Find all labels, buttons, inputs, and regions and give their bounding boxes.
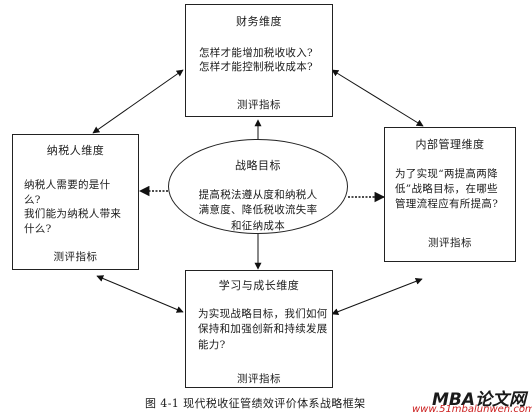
taxpayer-question-1a: 纳税人需要的是什: [24, 179, 111, 191]
taxpayer-question-1b: 么?: [24, 194, 41, 206]
strategy-ellipse: 战略目标 提高税法遵从度和纳税人 满意度、降低税收流失率 和征纳成本: [168, 139, 348, 234]
arrow-finance-taxpayer: [92, 69, 184, 134]
learning-title: 学习与成长维度: [218, 279, 300, 292]
strategy-line-1: 提高税法遵从度和纳税人: [198, 189, 318, 201]
finance-question-2: 怎样才能控制税收成本?: [199, 61, 313, 73]
learning-box: 学习与成长维度 为实现战略目标，我们如何 保持和加强创新和持续发展 能力? 测评…: [185, 270, 333, 388]
taxpayer-question-2b: 什么?: [24, 223, 52, 235]
watermark-url: www.51mbalunwen.com: [412, 404, 532, 415]
taxpayer-metric: 测评指标: [53, 251, 98, 263]
finance-box: 财务维度 怎样才能增加税收收入? 怎样才能控制税收成本? 测评指标: [185, 4, 333, 117]
taxpayer-box: 纳税人维度 纳税人需要的是什 么? 我们能为纳税人带来 什么? 测评指标: [12, 134, 139, 270]
figure-caption: 图 4-1 现代税收征管绩效评价体系战略框架: [145, 397, 366, 410]
internal-line-3: 管理流程应有所提高?: [395, 198, 499, 210]
internal-metric: 测评指标: [428, 237, 472, 249]
finance-title: 财务维度: [236, 15, 282, 28]
learning-metric: 测评指标: [237, 373, 281, 385]
arrow-internal-learning: [331, 278, 423, 315]
internal-title: 内部管理维度: [415, 138, 485, 151]
internal-box: 内部管理维度 为了实现“两提高两降 低”战略目标，在哪些 管理流程应有所提高? …: [384, 127, 516, 262]
arrow-taxpayer-learning: [96, 275, 184, 313]
strategy-title: 战略目标: [235, 159, 281, 172]
arrow-finance-internal: [331, 69, 424, 127]
watermark-logo: MBA论文网: [432, 390, 527, 410]
finance-metric: 测评指标: [237, 99, 281, 111]
learning-line-3: 能力?: [198, 339, 226, 351]
internal-line-2: 低”战略目标，在哪些: [395, 183, 498, 195]
learning-line-2: 保持和加强创新和持续发展: [198, 323, 328, 335]
taxpayer-question-2a: 我们能为纳税人带来: [24, 208, 122, 220]
strategy-line-3: 和征纳成本: [231, 220, 285, 232]
internal-line-1: 为了实现“两提高两降: [395, 168, 498, 180]
finance-question-1: 怎样才能增加税收收入?: [199, 47, 313, 59]
strategy-line-2: 满意度、降低税收流失率: [198, 204, 318, 216]
learning-line-1: 为实现战略目标，我们如何: [198, 308, 328, 320]
taxpayer-title: 纳税人维度: [46, 144, 105, 157]
